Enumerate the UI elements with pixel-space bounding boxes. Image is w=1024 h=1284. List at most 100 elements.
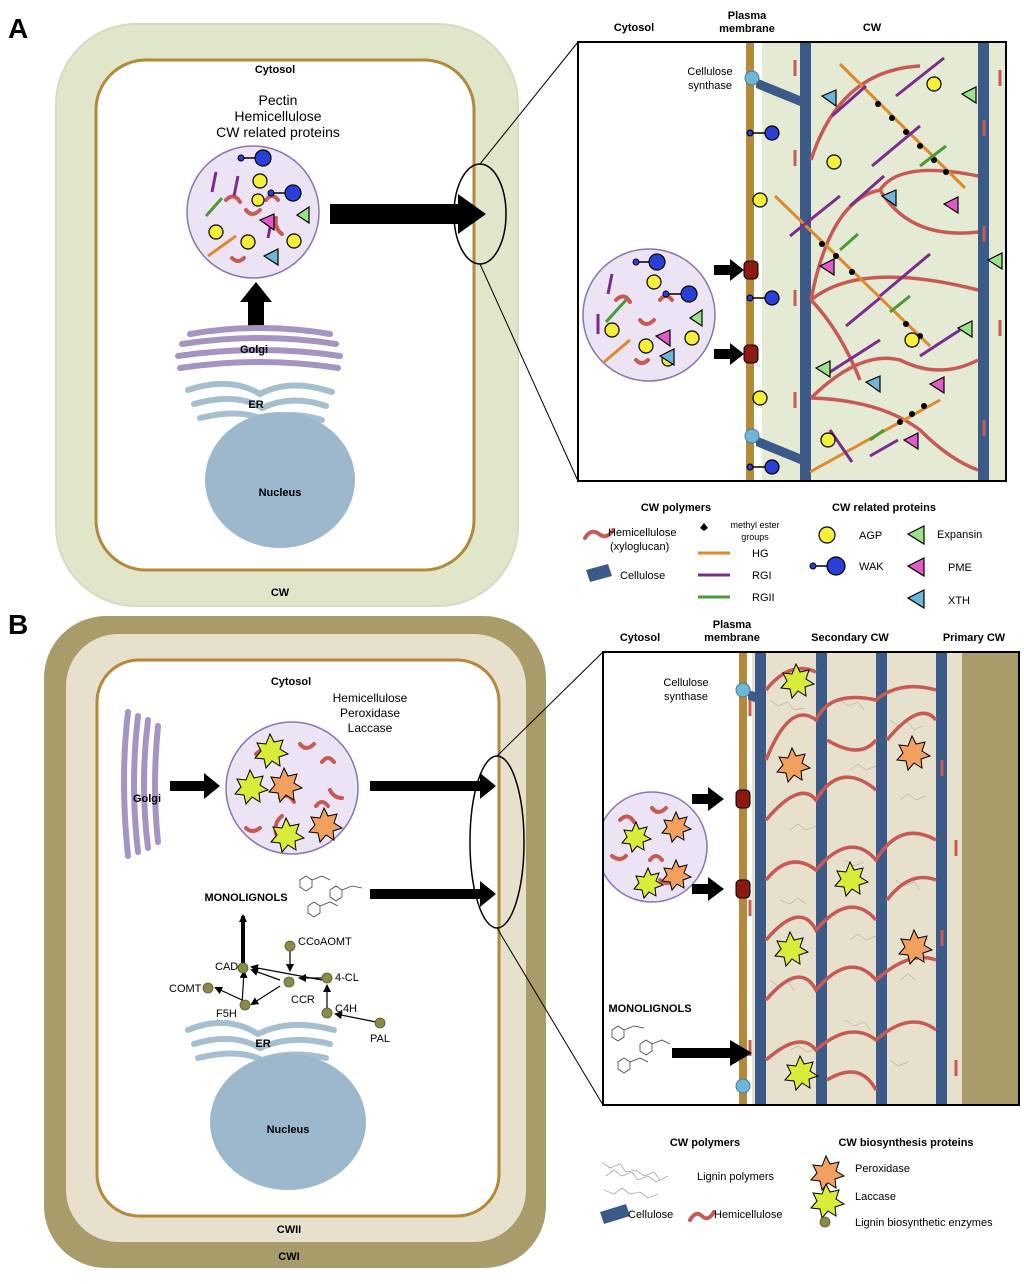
- cwii-label: CWII: [277, 1224, 301, 1236]
- vesicle-a: [186, 145, 320, 279]
- legend-hemicellulose-icon-b: [688, 1210, 716, 1222]
- legend-peroxidase-label: Peroxidase: [855, 1163, 910, 1175]
- lignin-enzyme-dots: [202, 940, 386, 1029]
- vesicle-b-content-laccase: Laccase: [348, 721, 393, 735]
- panel-a-label: A: [8, 13, 28, 44]
- enzyme-ccr: CCR: [291, 994, 315, 1006]
- golgi-label-b: Golgi: [133, 793, 161, 805]
- zoom-line-a1: [479, 41, 579, 165]
- legend-methyl-label-1: methyl ester: [730, 520, 779, 530]
- legend-a: CW polymers CW related proteins Hemicell…: [583, 502, 982, 610]
- monolignol-to-membrane-arrow-b: [370, 881, 496, 907]
- enzyme-f5h: F5H: [216, 1008, 237, 1020]
- zoom-b-membrane-header-2: membrane: [704, 632, 760, 644]
- cell-interior-b: [95, 658, 501, 1218]
- er-label-a: ER: [248, 399, 263, 411]
- legend-cellulose-label-b: Cellulose: [628, 1209, 673, 1221]
- legend-lignin-label: Lignin polymers: [697, 1171, 775, 1183]
- legend-b: CW polymers CW biosynthesis proteins Lig…: [600, 1137, 993, 1229]
- legend-peroxidase-icon: [810, 1154, 846, 1192]
- legend-hg-label: HG: [752, 548, 769, 560]
- legend-cellulose-label-a: Cellulose: [620, 570, 665, 582]
- legend-agp-label: AGP: [859, 530, 882, 542]
- golgi-a: [175, 325, 343, 371]
- enzyme-c4h: C4H: [335, 1003, 357, 1015]
- legend-expansin-label: Expansin: [937, 529, 982, 541]
- cellulose-synthase-label-a1: Cellulose: [687, 66, 732, 78]
- vesicle-b: [225, 721, 359, 855]
- monolignols-label-b: MONOLIGNOLS: [204, 892, 287, 904]
- cytosol-label-a: Cytosol: [255, 64, 295, 76]
- vesicle-content-hemicellulose: Hemicellulose: [234, 108, 321, 124]
- cell-b: Cytosol Hemicellulose Peroxidase Laccase…: [44, 616, 604, 1268]
- golgi-label-a: Golgi: [240, 344, 268, 356]
- legend-wak-icon-small: [809, 562, 817, 570]
- cell-a: Cytosol Pectin Hemicellulose CW related …: [55, 23, 579, 607]
- zoom-line-b1: [496, 651, 604, 757]
- panel-b-label: B: [8, 609, 28, 640]
- legend-wak-icon: [826, 556, 846, 576]
- lignin-pathway: [214, 914, 377, 1023]
- vesicle-b-content-hemicellulose: Hemicellulose: [333, 691, 408, 705]
- vesicle-content-pectin: Pectin: [259, 92, 298, 108]
- legend-xth-icon: [906, 589, 925, 610]
- cell-interior-a: [94, 58, 476, 572]
- golgi-to-vesicle-arrow-b: [170, 773, 220, 799]
- enzyme-4cl: 4-CL: [335, 972, 359, 984]
- legend-pme-icon: [906, 557, 925, 578]
- vesicle-b-content-peroxidase: Peroxidase: [340, 706, 400, 720]
- nucleus-b: [210, 1054, 366, 1190]
- legend-pme-label: PME: [948, 562, 972, 574]
- legend-laccase-label: Laccase: [855, 1191, 896, 1203]
- cellulose-fibril-a1: [800, 42, 811, 481]
- zoom-monolignols-label: MONOLIGNOLS: [608, 1003, 691, 1015]
- legend-expansin-icon: [906, 525, 925, 546]
- zoom-b-membrane-header-1: Plasma: [713, 619, 752, 631]
- enzyme-cad: CAD: [215, 961, 238, 973]
- plasma-membrane-b: [739, 652, 747, 1105]
- zoom-a-cw-header: CW: [863, 22, 882, 34]
- cwi-label: CWI: [278, 1251, 299, 1263]
- legend-enzymes-label: Lignin biosynthetic enzymes: [855, 1217, 993, 1229]
- enzyme-pal: PAL: [370, 1033, 390, 1045]
- legend-wak-label: WAK: [859, 561, 884, 573]
- zoom-line-b2: [496, 927, 604, 1106]
- zoom-line-a2: [479, 263, 579, 482]
- cellulose-synthase-label-b1: Cellulose: [663, 677, 708, 689]
- zoom-box-a: [577, 41, 1007, 482]
- golgi-to-vesicle-arrow: [240, 282, 272, 328]
- nucleus-label-b: Nucleus: [267, 1124, 310, 1136]
- legend-laccase-icon: [810, 1182, 846, 1220]
- cellulose-synthase-label-a2: synthase: [688, 80, 732, 92]
- nucleus-label-a: Nucleus: [259, 487, 302, 499]
- zoom-b-primary-cw-header: Primary CW: [943, 632, 1006, 644]
- zoom-b-secondary-cw-header: Secondary CW: [811, 632, 889, 644]
- zoom-b-cytosol-header: Cytosol: [620, 632, 660, 644]
- legend-methyl-icon: [700, 523, 708, 531]
- cytosol-label-b: Cytosol: [271, 676, 311, 688]
- zoom-box-b: [602, 651, 1020, 1106]
- legend-lignin-icon: [601, 1161, 669, 1199]
- legend-rgii-label: RGII: [752, 592, 775, 604]
- legend-hemicellulose-icon: [583, 528, 615, 540]
- golgi-b: [121, 709, 161, 859]
- legend-cellulose-icon: [586, 564, 612, 582]
- cellulose-fibril-a2: [978, 42, 989, 481]
- legend-cellulose-icon-b: [600, 1204, 630, 1224]
- cw-label-a: CW: [271, 587, 290, 599]
- vesicle-to-membrane-arrow-a: [330, 194, 486, 234]
- legend-b-polymers-title: CW polymers: [670, 1137, 740, 1149]
- nucleus-a: [205, 412, 355, 548]
- er-label-b: ER: [255, 1038, 270, 1050]
- legend-hemicellulose-label-b: Hemicellulose: [714, 1209, 782, 1221]
- enzyme-comt: COMT: [169, 983, 202, 995]
- monolignol-structures-b: [299, 875, 363, 918]
- vesicle-to-membrane-arrow-b: [370, 773, 496, 799]
- legend-a-polymers-title: CW polymers: [641, 502, 711, 514]
- zoom-a-membrane-header-2: membrane: [719, 23, 775, 35]
- vesicle-content-cw-proteins: CW related proteins: [216, 124, 340, 140]
- cellulose-synthase-label-b2: synthase: [664, 691, 708, 703]
- legend-hemicellulose-label-1: Hemicellulose: [608, 527, 676, 539]
- legend-b-proteins-title: CW biosynthesis proteins: [838, 1137, 973, 1149]
